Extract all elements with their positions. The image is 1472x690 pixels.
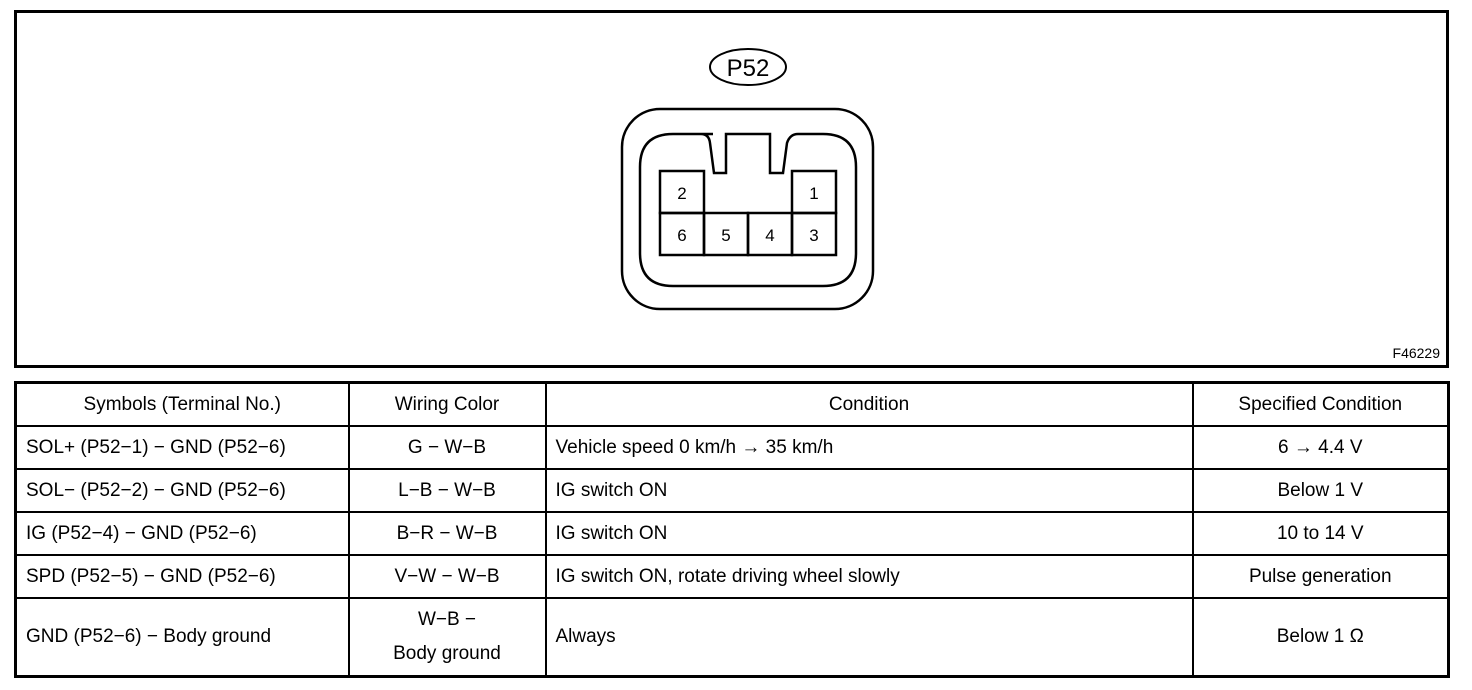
header-wiring-color: Wiring Color (347, 381, 547, 427)
cell-specified-condition: 6 → 4.4 V (1191, 425, 1450, 470)
cell-symbol: SOL+ (P52−1) − GND (P52−6) (14, 425, 350, 470)
cell-wiring-color: W−B − Body ground (347, 597, 547, 678)
terminal-number: 3 (809, 226, 818, 245)
cell-wiring-color: G − W−B (347, 425, 547, 470)
table-header-row: Symbols (Terminal No.) Wiring Color Cond… (14, 381, 1450, 427)
cell-condition: IG switch ON (544, 468, 1194, 513)
cell-specified-condition: Below 1 Ω (1191, 597, 1450, 678)
cell-specified-condition: Pulse generation (1191, 554, 1450, 599)
connector-label-oval (709, 48, 787, 86)
terminal-number: 5 (721, 226, 730, 245)
cell-wiring-color: B−R − W−B (347, 511, 547, 556)
terminal-number: 1 (809, 184, 818, 203)
connector-inner-housing (638, 132, 858, 288)
table-row: SOL+ (P52−1) − GND (P52−6) G − W−B Vehic… (14, 425, 1450, 470)
cell-symbol: SOL− (P52−2) − GND (P52−6) (14, 468, 350, 513)
cell-condition: IG switch ON (544, 511, 1194, 556)
header-symbols: Symbols (Terminal No.) (14, 381, 350, 427)
terminal-number: 4 (765, 226, 774, 245)
cell-symbol: GND (P52−6) − Body ground (14, 597, 350, 678)
cell-specified-condition: 10 to 14 V (1191, 511, 1450, 556)
terminal-grid (658, 169, 838, 257)
table-row: GND (P52−6) − Body ground W−B − Body gro… (14, 597, 1450, 678)
terminal-cell-3 (790, 211, 838, 257)
specification-table: Symbols (Terminal No.) Wiring Color Cond… (14, 381, 1450, 678)
cell-condition: IG switch ON, rotate driving wheel slowl… (544, 554, 1194, 599)
cell-specified-condition: Below 1 V (1191, 468, 1450, 513)
table-row: SPD (P52−5) − GND (P52−6) V−W − W−B IG s… (14, 554, 1450, 599)
header-specified-condition: Specified Condition (1191, 381, 1450, 427)
cell-wiring-color: L−B − W−B (347, 468, 547, 513)
connector-outer-housing (620, 107, 875, 311)
wiring-color-line: Body ground (393, 643, 501, 664)
connector-label: P52 (727, 55, 770, 82)
connector-figure: P52 2 1 6 5 4 3 F46229 (14, 10, 1449, 368)
wiring-color-line: W−B − (417, 609, 477, 630)
cell-condition: Vehicle speed 0 km/h → 35 km/h (544, 425, 1194, 470)
terminal-number: 2 (677, 184, 686, 203)
header-condition: Condition (544, 381, 1194, 427)
table-row: IG (P52−4) − GND (P52−6) B−R − W−B IG sw… (14, 511, 1450, 556)
connector-diagram: P52 2 1 6 5 4 3 (620, 48, 875, 311)
terminal-number: 6 (677, 226, 686, 245)
figure-id: F46229 (1392, 345, 1440, 361)
cell-condition: Always (544, 597, 1194, 678)
cell-wiring-color: V−W − W−B (347, 554, 547, 599)
cell-symbol: SPD (P52−5) − GND (P52−6) (14, 554, 350, 599)
table-row: SOL− (P52−2) − GND (P52−6) L−B − W−B IG … (14, 468, 1450, 513)
cell-symbol: IG (P52−4) − GND (P52−6) (14, 511, 350, 556)
